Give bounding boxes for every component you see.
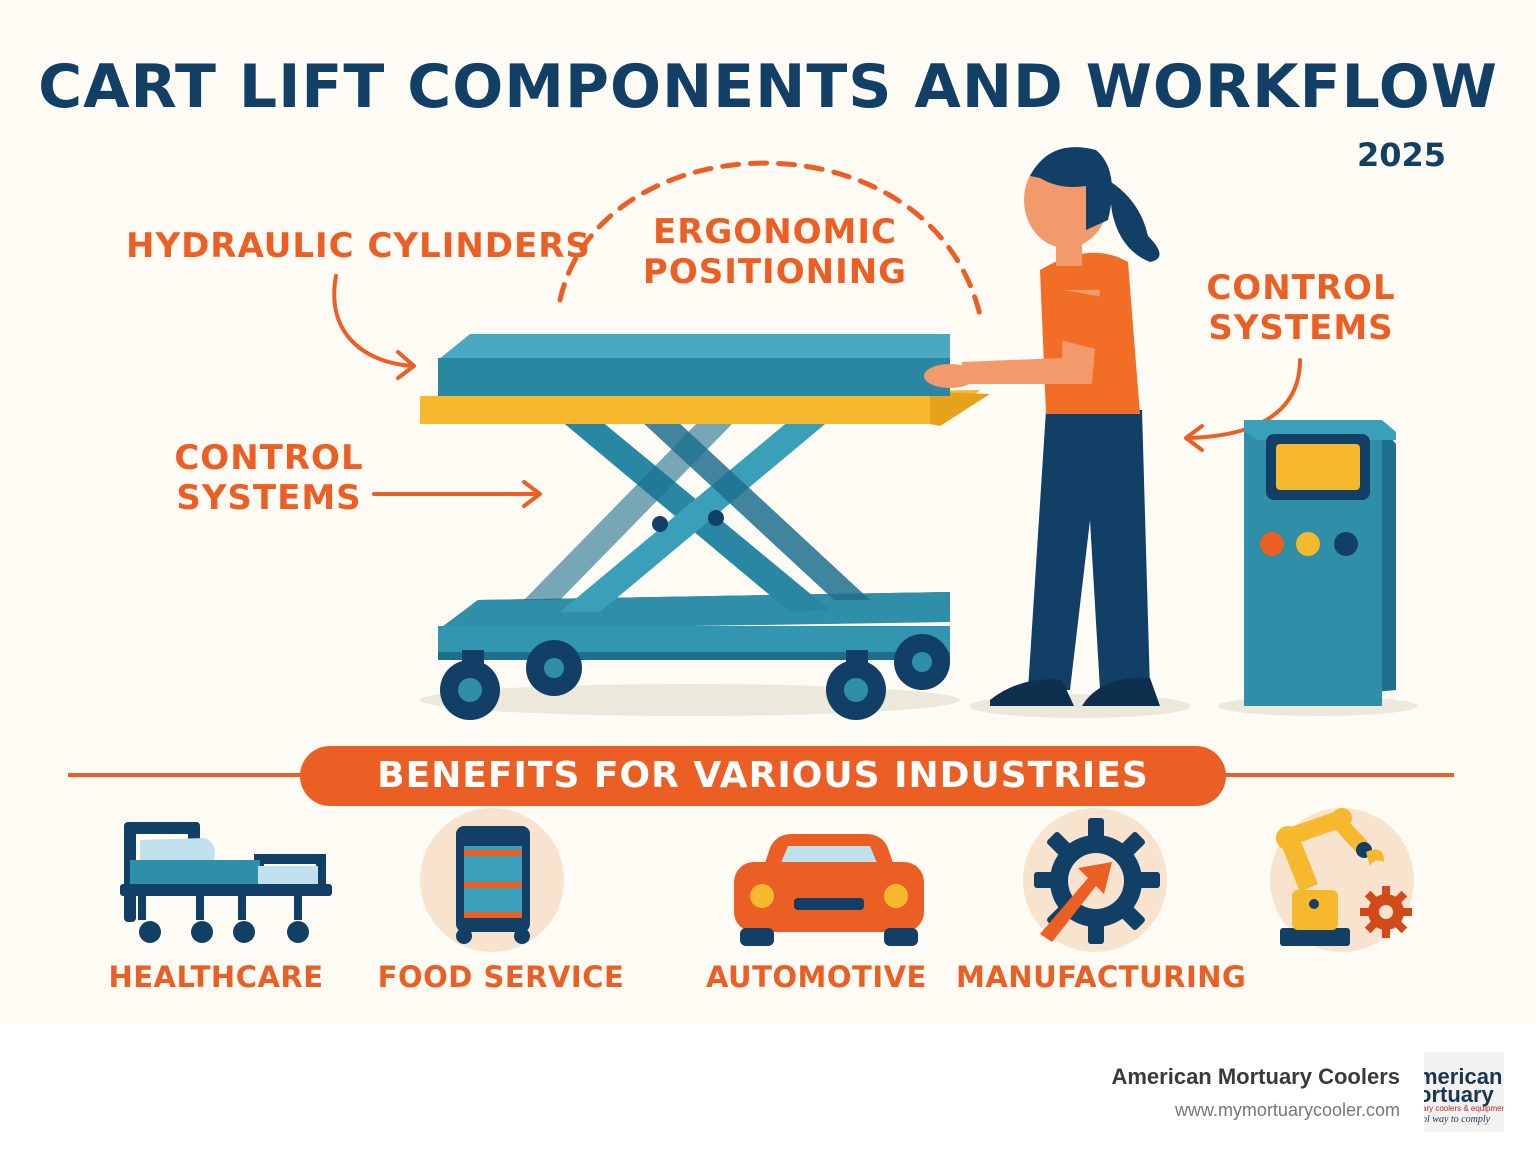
page-title: CART LIFT COMPONENTS AND WORKFLOW xyxy=(38,52,1498,122)
hospital-bed-icon xyxy=(120,822,332,943)
footer-url[interactable]: www.mymortuarycooler.com xyxy=(1174,1100,1400,1120)
control-console-illustration xyxy=(1244,420,1396,706)
ergonomic-line-2: POSITIONING xyxy=(642,252,908,292)
ergonomic-positioning-label: ERGONOMIC POSITIONING xyxy=(640,212,910,292)
robotic-arm-icon xyxy=(1270,808,1414,952)
control-left-line-1: CONTROL xyxy=(174,438,364,478)
industry-label-manufacturing: MANUFACTURING xyxy=(956,960,1247,994)
ergonomic-arc xyxy=(557,160,983,318)
hydraulic-cylinders-label: HYDRAULIC CYLINDERS xyxy=(126,226,591,266)
ergonomic-line-1: ERGONOMIC xyxy=(652,212,897,252)
hydraulic-arrow xyxy=(332,274,416,380)
worker-illustration xyxy=(924,147,1160,706)
benefits-banner: BENEFITS FOR VARIOUS INDUSTRIES xyxy=(300,746,1226,806)
logo-text-line-1: merican xyxy=(1424,1064,1503,1089)
cart-lift-illustration xyxy=(420,334,990,720)
company-logo: merican ortuary ary coolers & equipment … xyxy=(1424,1052,1504,1132)
industry-label-healthcare: HEALTHCARE xyxy=(108,960,324,994)
year-label: 2025 xyxy=(1356,136,1446,174)
control-left-arrow xyxy=(372,480,542,508)
industry-label-automotive: AUTOMOTIVE xyxy=(706,960,927,994)
service-cart-icon xyxy=(420,808,564,952)
logo-text-line-2: ortuary xyxy=(1424,1082,1494,1107)
control-left-line-2: SYSTEMS xyxy=(176,478,362,518)
control-systems-left-label: CONTROL SYSTEMS xyxy=(166,438,372,518)
control-right-line-1: CONTROL xyxy=(1206,268,1396,308)
infographic-canvas: CART LIFT COMPONENTS AND WORKFLOW 2025 H… xyxy=(0,0,1536,1024)
gear-arrow-icon xyxy=(1023,808,1167,952)
logo-text-line-4: ol way to comply xyxy=(1424,1114,1491,1125)
car-icon xyxy=(734,834,924,946)
industry-label-food-service: FOOD SERVICE xyxy=(377,960,625,994)
footer-company-name: American Mortuary Coolers xyxy=(1111,1064,1400,1089)
logo-text-line-3: ary coolers & equipment xyxy=(1424,1104,1504,1113)
control-right-line-2: SYSTEMS xyxy=(1208,308,1394,348)
control-systems-right-label: CONTROL SYSTEMS xyxy=(1196,268,1406,348)
control-right-arrow xyxy=(1184,358,1302,452)
illustration xyxy=(68,147,1454,952)
